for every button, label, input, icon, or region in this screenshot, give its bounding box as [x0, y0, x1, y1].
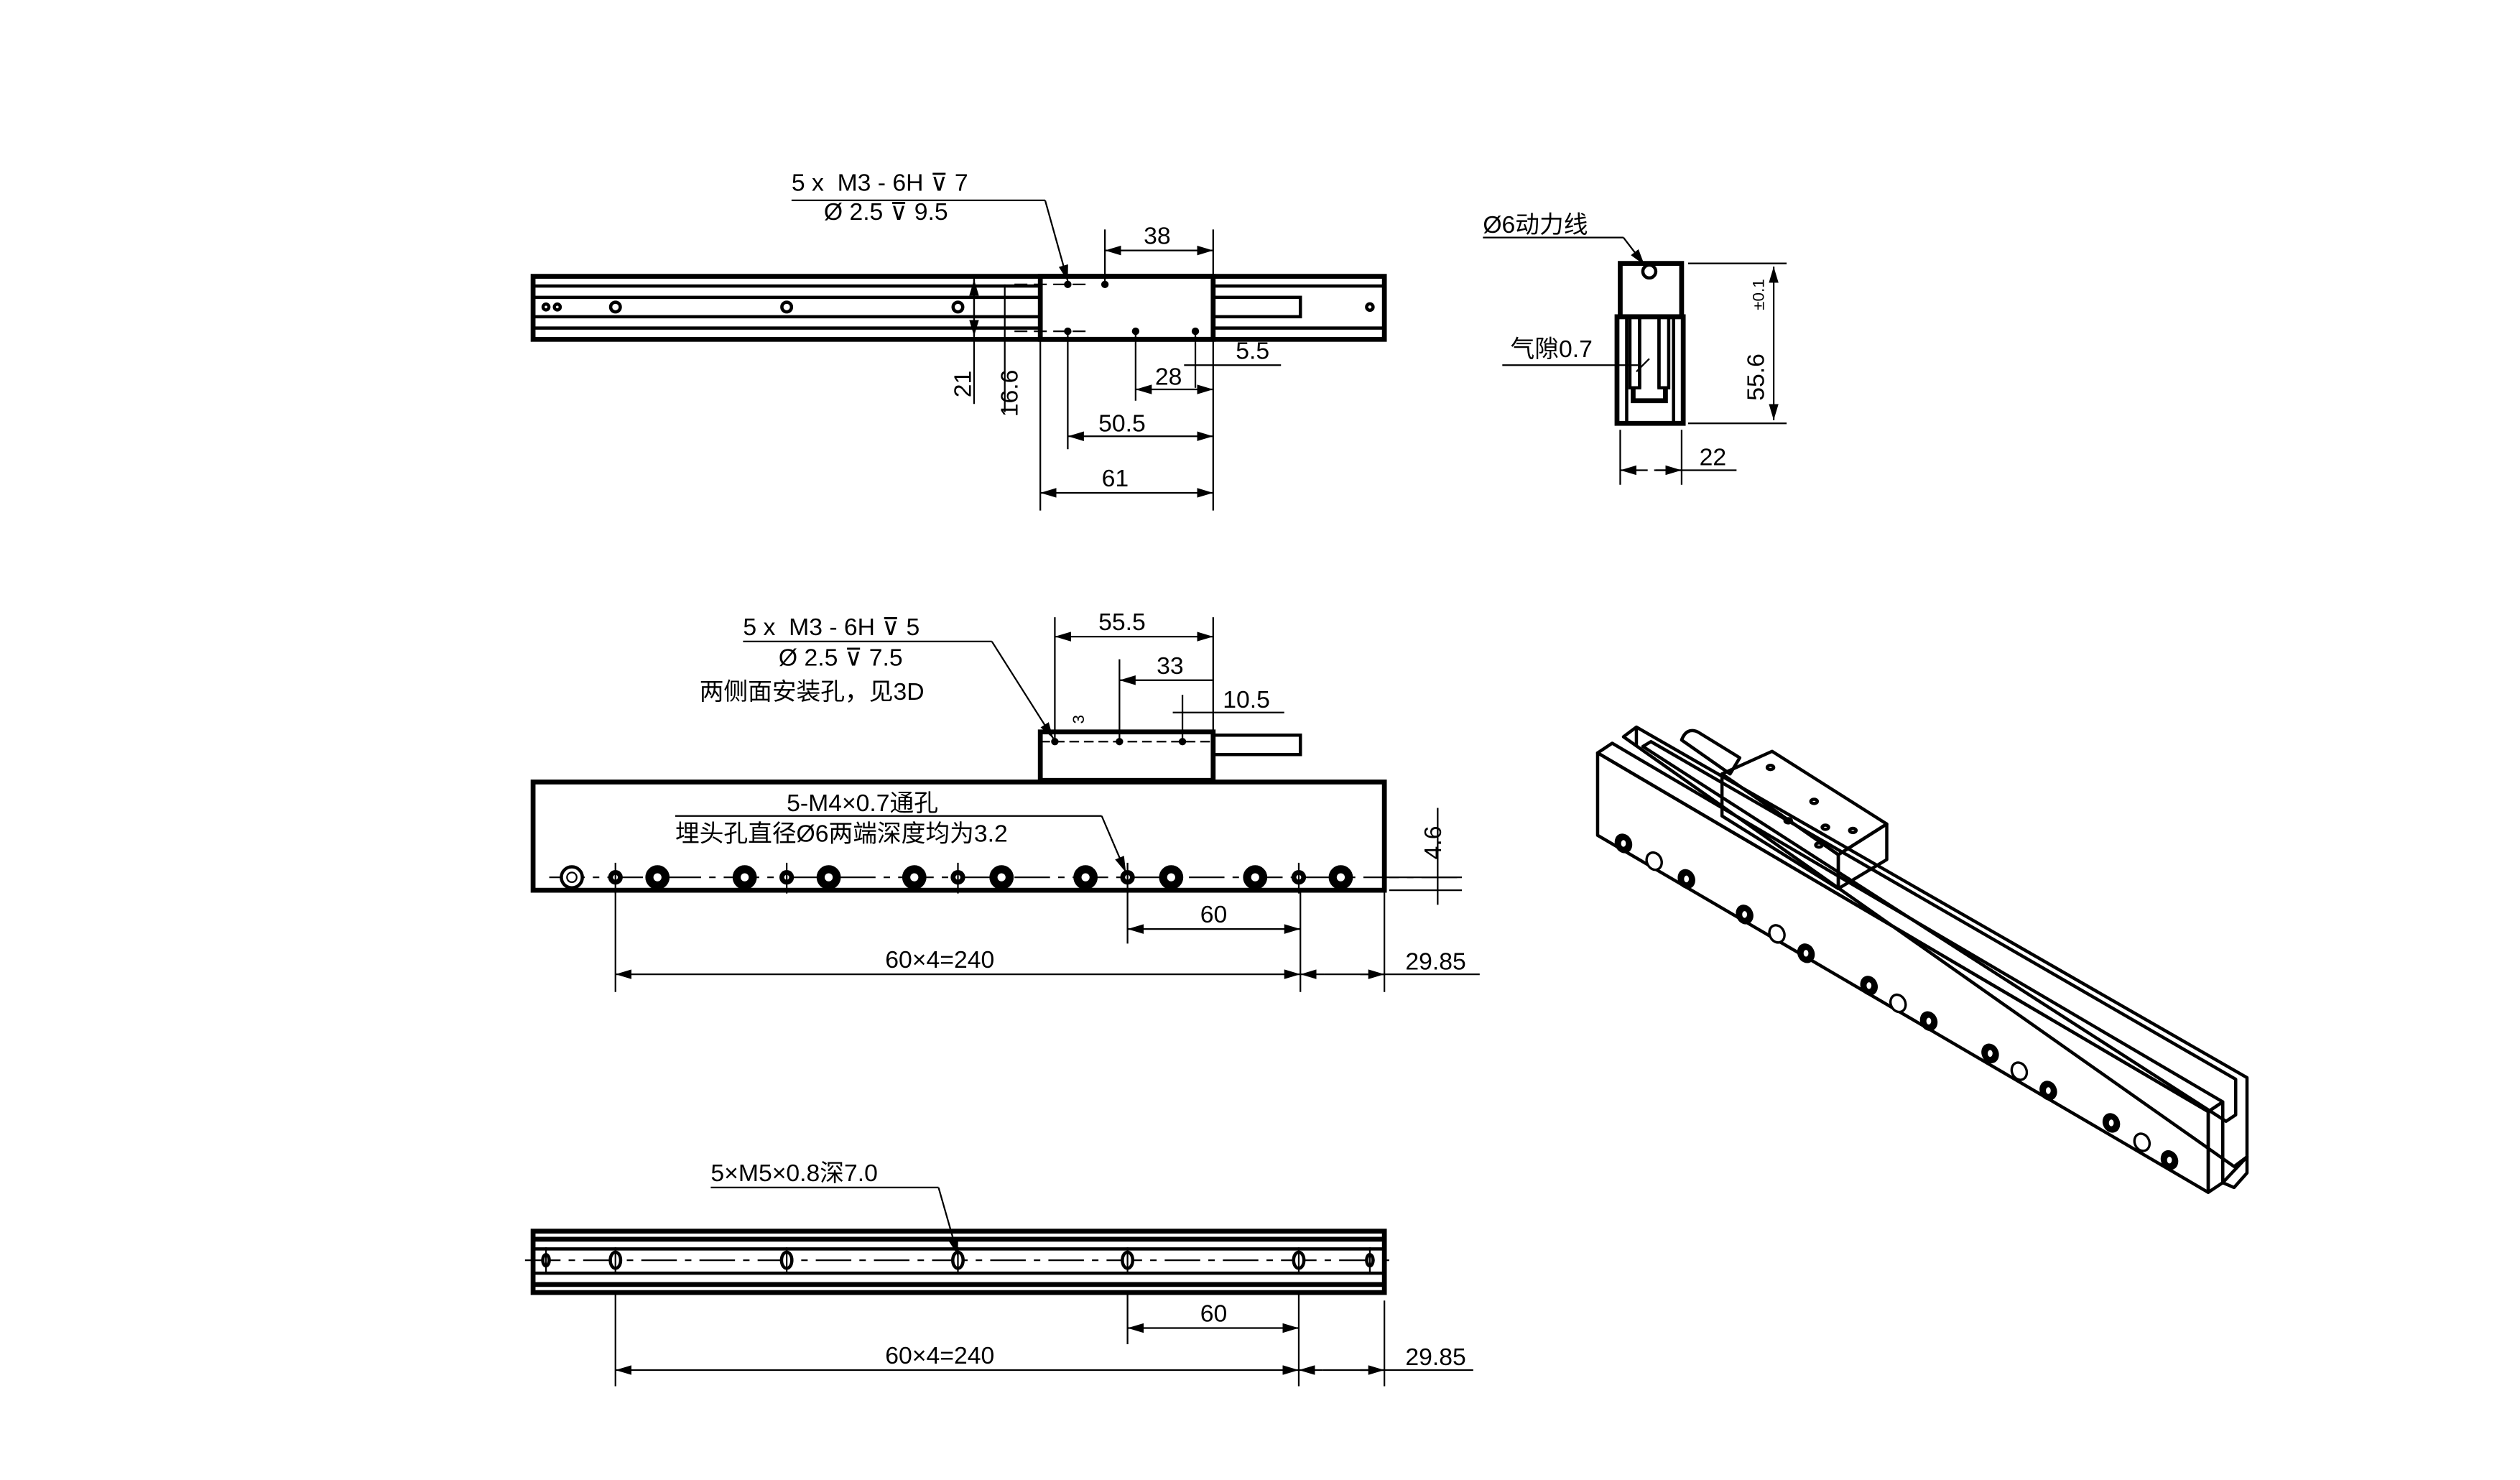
top-dimensions: 38 5.5 28 50.5 61 21 16.6 — [949, 223, 1282, 511]
rail-holes — [541, 300, 1375, 314]
callout-thread: 5 x M3 - 6H ⊽ 7 — [792, 169, 968, 196]
dim-4-6: 4.6 — [1419, 826, 1447, 860]
rail-bottom-outline — [530, 1229, 1387, 1295]
isometric-mount-holes — [1614, 833, 2179, 1170]
carriage-side-outline — [1037, 729, 1216, 783]
counterbore-hole — [1614, 833, 1633, 854]
thread-hole — [950, 862, 965, 894]
rail-bottom-holes — [541, 1247, 1375, 1274]
back-plate — [1621, 725, 2249, 1168]
rail-outline — [530, 274, 1387, 342]
counterbore-hole — [902, 865, 927, 890]
counterbore-hole — [2102, 1113, 2121, 1133]
dim-29-85: 29.85 — [1405, 1343, 1465, 1371]
thread-hole — [1889, 993, 1907, 1014]
dim-22: 22 — [1700, 444, 1727, 471]
m5-hole — [1292, 1247, 1306, 1274]
top-view: 5 x M3 - 6H ⊽ 7 Ø 2.5 ⊽ 9.5 38 5.5 28 50… — [530, 169, 1387, 511]
m5-hole — [779, 1247, 794, 1274]
base-end-outline — [1614, 314, 1686, 426]
end-view: Ø6动力线 气隙0.7 55.6 ±0.1 22 — [1483, 211, 1787, 485]
counterbore-hole — [1243, 865, 1268, 890]
front-plate-top — [1595, 741, 2225, 1114]
callout-drill: Ø 2.5 ⊽ 7.5 — [779, 644, 903, 672]
m5-hole — [541, 1247, 551, 1274]
counterbore-hole — [645, 865, 670, 890]
motor-rod — [1211, 295, 1302, 319]
side-view: 5 x M3 - 6H ⊽ 5 Ø 2.5 ⊽ 7.5 两侧面安装孔，见3D 5… — [530, 609, 1480, 992]
counterbore-hole — [732, 865, 757, 890]
m5-hole — [1365, 1247, 1375, 1274]
dim-55-6: 55.6 — [1743, 353, 1770, 401]
cable-hole — [1641, 263, 1658, 280]
top-callout: 5 x M3 - 6H ⊽ 7 Ø 2.5 ⊽ 9.5 — [791, 169, 1069, 282]
dim-240: 60×4=240 — [885, 946, 994, 973]
air-gap-label: 气隙0.7 — [1511, 336, 1593, 363]
counterbore-hole — [1919, 1011, 1938, 1031]
dim-61: 61 — [1102, 465, 1129, 492]
counterbore-hole — [1073, 865, 1098, 890]
callout-drill: Ø 2.5 ⊽ 9.5 — [824, 198, 948, 226]
counterbore-hole — [989, 865, 1014, 890]
dim-29-85: 29.85 — [1405, 948, 1465, 975]
thread-hole — [2010, 1061, 2029, 1081]
cable-label: Ø6动力线 — [1483, 211, 1588, 239]
dim-3: 3 — [1070, 715, 1088, 724]
counterbore-hole — [1797, 943, 1815, 963]
thread-hole — [1768, 924, 1786, 944]
coil-slot — [1625, 315, 1675, 424]
thread-hole — [779, 862, 795, 894]
carriage-side-holes — [1051, 738, 1187, 746]
dim-33: 33 — [1157, 652, 1184, 680]
dim-55-5: 55.5 — [1098, 609, 1146, 636]
dim-50-5: 50.5 — [1098, 410, 1146, 437]
counterbore-hole — [1328, 865, 1353, 890]
dim-5-5: 5.5 — [1236, 337, 1269, 364]
dim-10-5: 10.5 — [1223, 686, 1270, 713]
side-callout: 5 x M3 - 6H ⊽ 5 Ø 2.5 ⊽ 7.5 两侧面安装孔，见3D 5… — [675, 614, 1127, 873]
thread-hole — [1645, 851, 1663, 871]
counterbore-hole — [1981, 1043, 1999, 1063]
dim-240: 60×4=240 — [885, 1342, 994, 1369]
dim-21: 21 — [949, 371, 976, 398]
counterbore-hole — [1860, 976, 1879, 996]
m5-hole — [1121, 1247, 1135, 1274]
side-dimensions: 55.5 33 10.5 3 4.6 60 60×4=240 29.85 — [614, 609, 1480, 992]
thread-hole — [1120, 862, 1135, 894]
bottom-view: 5×M5×0.8深7.0 60 60×4=240 29.85 — [524, 1160, 1473, 1387]
isometric-view — [1595, 725, 2249, 1194]
callout-thread: 5 x M3 - 6H ⊽ 5 — [743, 614, 919, 641]
carriage-end-outline — [1618, 261, 1685, 320]
counterbore-hole — [560, 865, 584, 890]
callout-note: 两侧面安装孔，见3D — [700, 678, 925, 706]
motor-rod-side — [1211, 734, 1302, 757]
thread-hole — [2133, 1132, 2151, 1152]
m5-hole — [951, 1247, 965, 1274]
m5-hole — [608, 1247, 623, 1274]
dim-38: 38 — [1144, 223, 1171, 250]
thread-hole — [1291, 862, 1307, 894]
counterbore-hole — [1736, 905, 1754, 925]
dim-60: 60 — [1200, 1300, 1228, 1328]
dim-tolerance: ±0.1 — [1750, 279, 1768, 310]
counterbore-hole — [1159, 865, 1184, 890]
carriage-3d — [1720, 749, 1889, 891]
dim-28: 28 — [1155, 363, 1182, 390]
hole-counterbore-label: 埋头孔直径Ø6两端深度均为3.2 — [675, 820, 1008, 848]
hole-thread-label: 5-M4×0.7通孔 — [787, 790, 938, 817]
base-side-holes — [560, 862, 1353, 894]
dim-16-6: 16.6 — [996, 370, 1024, 417]
dim-60: 60 — [1200, 901, 1228, 928]
counterbore-hole — [816, 865, 841, 890]
counterbore-hole — [1677, 869, 1695, 889]
motor-cylinder — [1680, 729, 1742, 776]
rail-grooves — [533, 284, 1385, 330]
counterbore-hole — [2039, 1081, 2057, 1101]
bottom-callout: 5×M5×0.8深7.0 — [710, 1160, 877, 1187]
counterbore-hole — [2160, 1150, 2179, 1170]
thread-hole — [608, 862, 623, 894]
